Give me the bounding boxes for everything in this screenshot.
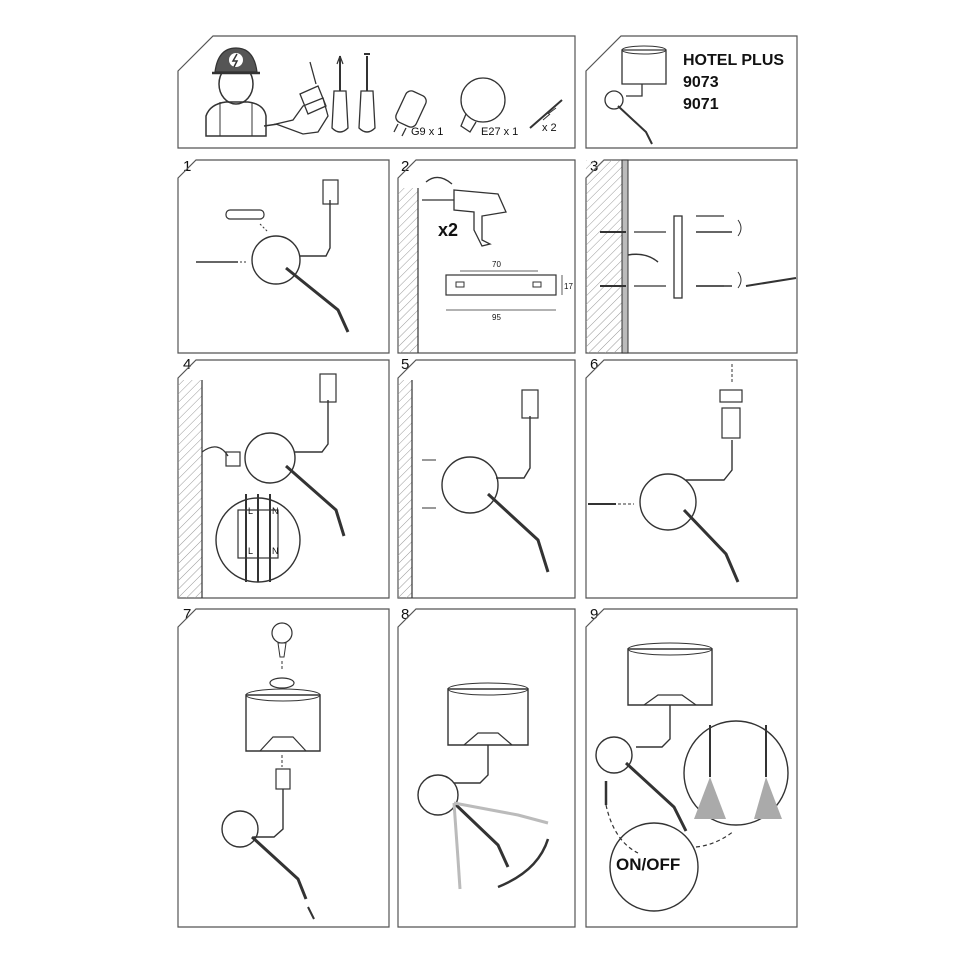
screwdriver-phillips-icon bbox=[331, 55, 349, 133]
step-number: 2 bbox=[401, 158, 410, 175]
step-9-panel: ON/OFF bbox=[585, 608, 798, 928]
step-8-illustration bbox=[397, 608, 576, 928]
product-name: HOTEL PLUS bbox=[683, 52, 785, 69]
step-1-illustration bbox=[177, 159, 390, 354]
step-number: 5 bbox=[401, 356, 410, 373]
product-code-1: 9073 bbox=[683, 74, 719, 91]
on-off-label: ON/OFF bbox=[616, 855, 681, 874]
step-2-panel: x2 70 17 95 bbox=[397, 159, 576, 354]
dimension-top: 70 bbox=[492, 260, 501, 269]
step-number: 1 bbox=[183, 158, 192, 175]
step-number: 9 bbox=[590, 606, 599, 623]
step-6-panel bbox=[585, 359, 798, 599]
g9-bulb-icon bbox=[393, 90, 427, 137]
drill-icon bbox=[263, 61, 329, 135]
step-3-illustration bbox=[585, 159, 798, 354]
step-1-panel bbox=[177, 159, 390, 354]
drill-count-label: x2 bbox=[438, 220, 459, 240]
product-panel: HOTEL PLUS 9073 9071 bbox=[585, 35, 798, 149]
step-7-panel bbox=[177, 608, 390, 928]
step-4-panel: L N L N bbox=[177, 359, 390, 599]
step-6-illustration bbox=[585, 359, 798, 599]
e27-label: E27 x 1 bbox=[481, 126, 519, 138]
step-3-panel bbox=[585, 159, 798, 354]
step-2-illustration bbox=[397, 159, 576, 354]
step-9-illustration bbox=[585, 608, 798, 928]
step-7-illustration bbox=[177, 608, 390, 928]
g9-label: G9 x 1 bbox=[411, 126, 444, 138]
screws-label: x 2 bbox=[542, 122, 557, 134]
wire-top-n: N bbox=[272, 506, 279, 516]
e27-bulb-icon bbox=[460, 77, 506, 133]
dimension-side: 17 bbox=[564, 282, 573, 291]
product-panel-frame bbox=[585, 35, 798, 149]
wire-top-l: L bbox=[248, 506, 254, 516]
step-number: 8 bbox=[401, 606, 410, 623]
tools-panel-frame bbox=[177, 35, 576, 149]
step-number: 4 bbox=[183, 356, 192, 373]
screw-anchor-icon bbox=[529, 99, 563, 129]
step-4-illustration bbox=[177, 359, 390, 599]
step-number: 7 bbox=[183, 606, 192, 623]
screwdriver-flat-icon bbox=[358, 53, 376, 133]
step-5-illustration bbox=[397, 359, 576, 599]
electrician-icon bbox=[205, 47, 267, 137]
product-code-2: 9071 bbox=[683, 96, 719, 113]
wire-bottom-l: L bbox=[248, 546, 254, 556]
wire-bottom-n: N bbox=[272, 546, 279, 556]
step-number: 6 bbox=[590, 356, 599, 373]
step-8-panel bbox=[397, 608, 576, 928]
dimension-bottom: 95 bbox=[492, 313, 501, 322]
step-5-panel bbox=[397, 359, 576, 599]
lamp-thumbnail-icon bbox=[604, 45, 667, 145]
tools-panel: G9 x 1 E27 x 1 x 2 bbox=[177, 35, 576, 149]
